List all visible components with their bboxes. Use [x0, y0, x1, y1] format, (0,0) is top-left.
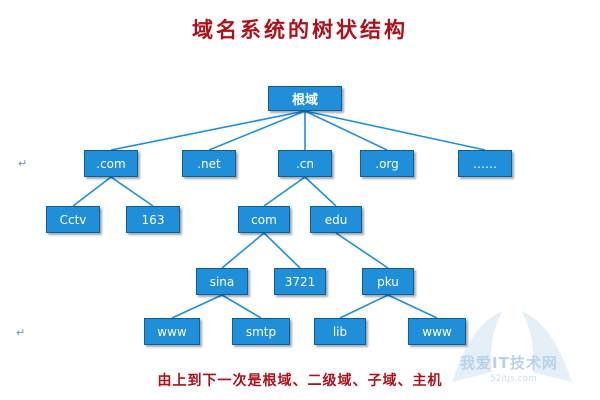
tree-node-edu: edu	[310, 206, 362, 233]
tree-node-www2: www	[408, 318, 466, 345]
edge-sina-www1	[171, 294, 223, 319]
tree-node-cn: .cn	[278, 150, 332, 177]
diagram-title: 域名系统的树状结构	[192, 17, 408, 42]
edge-cn-edu	[304, 176, 337, 207]
watermark-url: 52itjs.com	[490, 374, 537, 384]
edge-pku-lib	[339, 294, 389, 319]
wing-logo-icon	[452, 312, 572, 382]
diagram-caption: 由上到下一次是根域、二级域、子域、主机	[157, 373, 443, 389]
tree-node-smtp: smtp	[232, 318, 290, 345]
site-watermark: 我爱IT技术网 52itjs.com	[432, 302, 592, 392]
watermark-text: 我爱IT技术网	[460, 354, 558, 372]
tree-node-sina: sina	[196, 268, 248, 295]
edge-pku-www2	[387, 294, 438, 319]
edge-cncom-sina	[221, 232, 265, 269]
tree-node-n163: 163	[126, 206, 180, 233]
edge-edu-pku	[335, 232, 389, 269]
tree-node-www1: www	[144, 318, 200, 345]
edge-com-cctv	[72, 176, 112, 207]
tree-node-net: .net	[182, 150, 236, 177]
paragraph-mark: ↵	[16, 326, 26, 339]
paragraph-mark: ↵	[18, 157, 28, 170]
edge-cncom-n3721	[263, 232, 301, 269]
tree-node-root: 根域	[268, 86, 342, 111]
tree-node-com: .com	[84, 150, 138, 177]
edge-com-n163	[110, 176, 154, 207]
tree-node-more: ……	[458, 150, 512, 177]
edge-root-net	[208, 110, 306, 151]
tree-node-lib: lib	[314, 318, 366, 345]
tree-node-org: .org	[360, 150, 414, 177]
edge-root-org	[304, 110, 388, 151]
tree-node-pku: pku	[362, 268, 414, 295]
tree-node-cctv: Cctv	[46, 206, 100, 233]
tree-node-cncom: com	[238, 206, 290, 233]
edge-root-more	[304, 110, 486, 151]
edge-cn-cncom	[263, 176, 306, 207]
edge-sina-smtp	[221, 294, 262, 319]
tree-node-n3721: 3721	[274, 268, 326, 295]
edge-root-com	[110, 110, 306, 151]
